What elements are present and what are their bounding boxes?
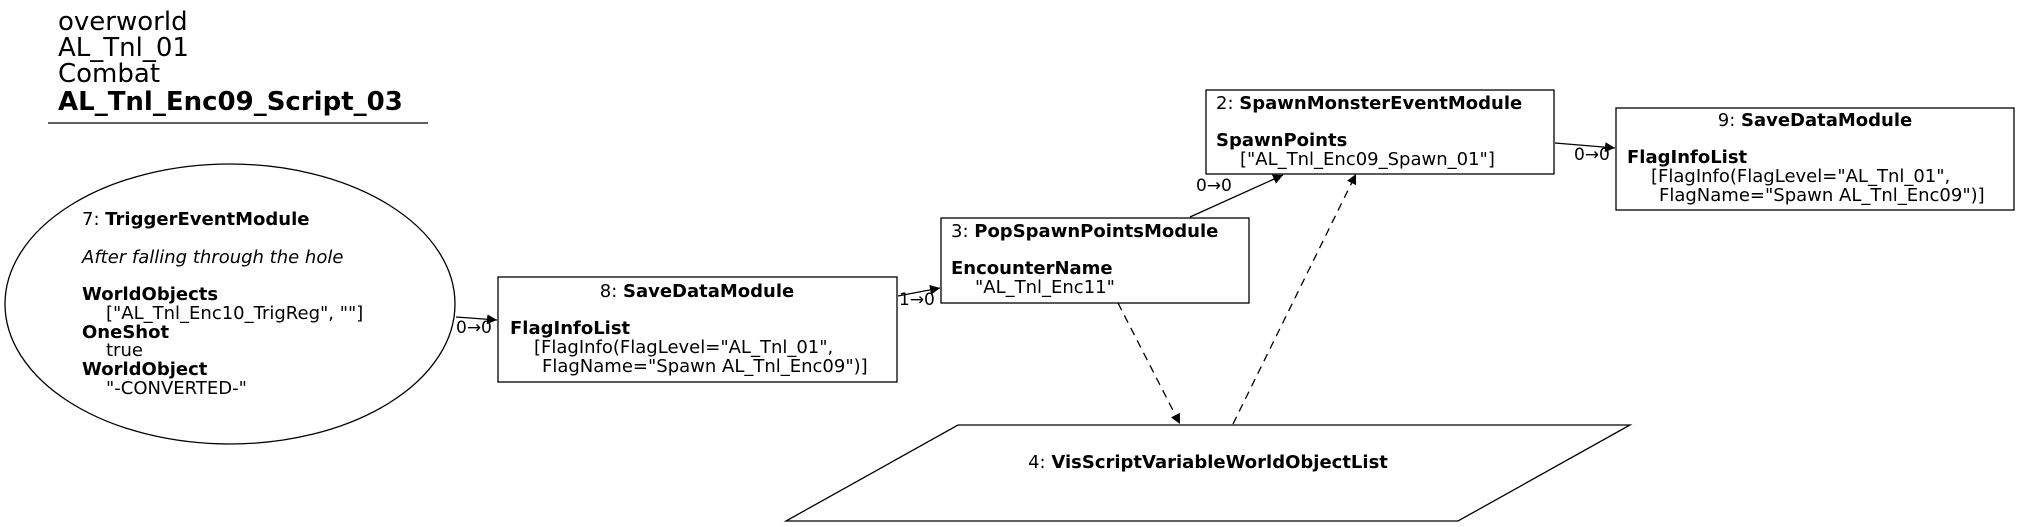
header-line-map: AL_Tnl_01 [58,33,189,63]
node-8-param-flaginfolist-value-2: FlagName="Spawn AL_Tnl_Enc09")] [542,356,868,377]
node-4-title: 4: VisScriptVariableWorldObjectList [1028,452,1388,473]
header-line-world: overworld [58,7,188,37]
node-7-title: 7: TriggerEventModule [82,209,309,230]
node-3-pop-spawn-points-module[interactable]: 3: PopSpawnPointsModule EncounterName "A… [940,217,1250,304]
node-7-param-worldobjects-value: ["AL_Tnl_Enc10_TrigReg", ""] [106,303,363,324]
node-2-spawn-monster-event-module[interactable]: 2: SpawnMonsterEventModule SpawnPoints [… [1205,89,1555,175]
node-7-param-worldobject-name: WorldObject [82,359,208,380]
edge-3-to-4-dashed [1117,302,1181,425]
graph-header: overworld AL_Tnl_01 Combat AL_Tnl_Enc09_… [48,7,428,124]
node-2-shape [1205,89,1555,175]
node-3-shape [940,217,1250,304]
node-7-trigger-event-module[interactable]: 7: TriggerEventModule After falling thro… [4,163,456,445]
node-2-param-spawnpoints-value: ["AL_Tnl_Enc09_Spawn_01"] [1240,149,1495,170]
node-4-shape [783,424,1633,522]
node-8-title: 8: SaveDataModule [600,281,795,302]
node-7-shape [4,163,456,445]
header-line-category: Combat [58,59,160,89]
node-7-comment: After falling through the hole [81,247,343,268]
node-7-param-worldobject-value: "-CONVERTED-" [106,378,247,399]
edge-label-7-8: 0→0 [456,318,492,338]
node-9-param-flaginfolist-value-1: [FlagInfo(FlagLevel="AL_Tnl_01", [1651,166,1950,187]
edge-3-to-2 [1189,174,1284,218]
node-2-param-spawnpoints-name: SpawnPoints [1216,130,1347,151]
node-9-title: 9: SaveDataModule [1718,110,1913,131]
edge-2-to-9 [1554,142,1616,153]
node-7-param-oneshot-value: true [106,340,143,361]
node-9-shape [1615,107,2015,211]
node-8-save-data-module[interactable]: 8: SaveDataModule FlagInfoList [FlagInfo… [497,276,898,383]
node-3-param-encountername-value: "AL_Tnl_Enc11" [975,277,1115,298]
node-3-param-encountername-name: EncounterName [951,258,1113,279]
node-3-title: 3: PopSpawnPointsModule [951,221,1218,242]
node-8-param-flaginfolist-name: FlagInfoList [510,318,631,339]
node-8-param-flaginfolist-value-1: [FlagInfo(FlagLevel="AL_Tnl_01", [534,337,833,358]
edge-8-to-3 [897,284,941,297]
node-7-param-oneshot-name: OneShot [82,322,169,343]
node-8-shape [497,276,898,383]
edges: 0→0 1→0 0→0 0→0 [455,142,1616,425]
node-9-param-flaginfolist-name: FlagInfoList [1627,147,1748,168]
node-2-title: 2: SpawnMonsterEventModule [1216,93,1522,114]
node-7-param-worldobjects-name: WorldObjects [82,284,218,305]
node-9-save-data-module[interactable]: 9: SaveDataModule FlagInfoList [FlagInfo… [1615,107,2015,211]
edge-label-3-2: 0→0 [1196,176,1232,196]
edge-7-to-8 [455,314,498,325]
edge-4-to-2-dashed [1232,173,1357,425]
node-4-vis-script-variable-world-object-list[interactable]: 4: VisScriptVariableWorldObjectList [783,424,1633,522]
header-title: AL_Tnl_Enc09_Script_03 [58,87,403,117]
edge-label-8-3: 1→0 [899,290,935,310]
node-9-param-flaginfolist-value-2: FlagName="Spawn AL_Tnl_Enc09")] [1659,185,1985,206]
edge-label-2-9: 0→0 [1574,145,1610,165]
